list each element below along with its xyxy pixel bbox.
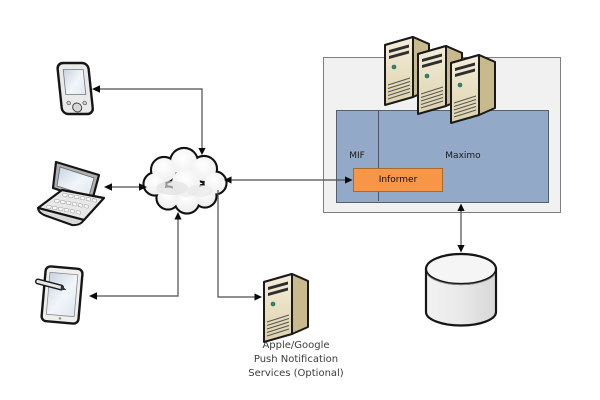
tablet-stylus-icon (35, 265, 84, 325)
laptop-icon (36, 160, 106, 227)
push-services-label: Apple/Google Push Notification Services … (248, 340, 344, 379)
mif-label: MIF (349, 150, 365, 161)
edge-tablet-cloud (96, 219, 179, 297)
push-server-icon (263, 273, 309, 343)
pda-handheld-icon (56, 61, 94, 116)
database-cylinder-icon (424, 252, 498, 327)
edge-pda-cloud (99, 88, 203, 148)
server-cluster-icon (384, 36, 496, 124)
connector-lines (96, 88, 462, 298)
arrowheads (89, 85, 465, 301)
informer-component: Informer (353, 168, 443, 192)
network-cloud-icon (142, 146, 228, 215)
maximo-label: Maximo (445, 150, 481, 161)
server-icon (450, 54, 496, 124)
edge-cloud-pushserver (217, 190, 255, 298)
mif-maximo-divider (378, 111, 379, 201)
